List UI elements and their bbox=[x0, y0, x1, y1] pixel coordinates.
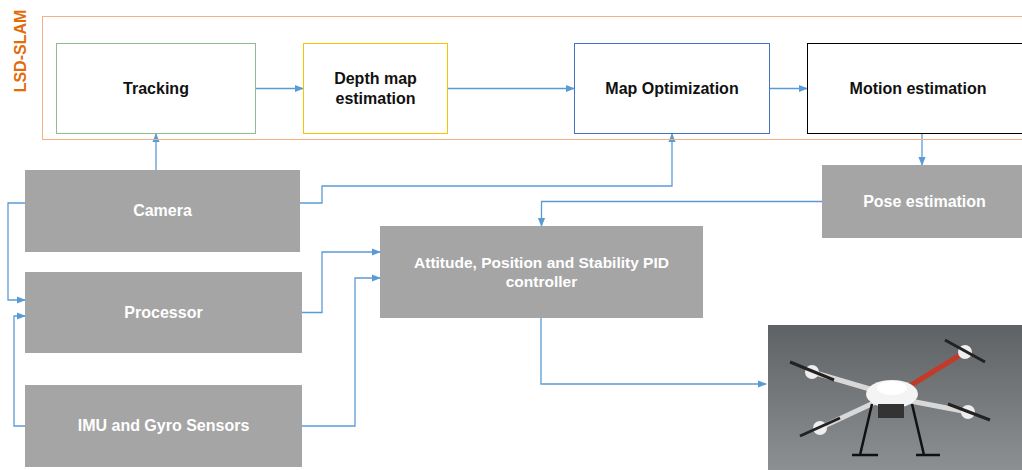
box-label: Tracking bbox=[123, 79, 189, 99]
flow-arrow bbox=[302, 278, 380, 426]
flow-arrow bbox=[770, 88, 807, 89]
process-box: Tracking bbox=[56, 43, 256, 134]
hardware-box: Processor bbox=[25, 272, 302, 353]
box-label: Motion estimation bbox=[850, 79, 987, 99]
box-label: Attitude, Position and Stability PID con… bbox=[390, 253, 693, 292]
hardware-box: Camera bbox=[25, 170, 300, 252]
module-band: LSD-SLAMTrackingDepth map estimationMap … bbox=[42, 16, 1022, 140]
box-label: IMU and Gyro Sensors bbox=[78, 416, 250, 436]
box-label: Camera bbox=[133, 201, 192, 221]
box-label: Depth map estimation bbox=[314, 69, 437, 109]
band-label: LSD-SLAM bbox=[11, 10, 31, 93]
process-box: Motion estimation bbox=[807, 43, 1022, 134]
controller-box: Attitude, Position and Stability PID con… bbox=[380, 226, 703, 318]
flow-arrow bbox=[14, 316, 25, 426]
flow-arrow bbox=[302, 252, 380, 313]
process-box: Depth map estimation bbox=[303, 43, 448, 134]
drone-photo bbox=[768, 325, 1022, 470]
flow-arrow bbox=[542, 202, 823, 227]
process-box: Map Optimization bbox=[574, 43, 770, 134]
flow-arrow bbox=[448, 88, 574, 89]
flow-arrow bbox=[300, 134, 672, 203]
box-label: Processor bbox=[124, 303, 202, 323]
flow-arrow bbox=[921, 134, 922, 165]
output-wire bbox=[541, 318, 766, 384]
box-label: Pose estimation bbox=[863, 192, 986, 212]
process-box: Pose estimation bbox=[822, 165, 1022, 238]
flow-arrow bbox=[256, 88, 303, 89]
hardware-box: IMU and Gyro Sensors bbox=[25, 385, 302, 467]
box-label: Map Optimization bbox=[605, 79, 738, 99]
flow-arrow bbox=[8, 203, 25, 300]
